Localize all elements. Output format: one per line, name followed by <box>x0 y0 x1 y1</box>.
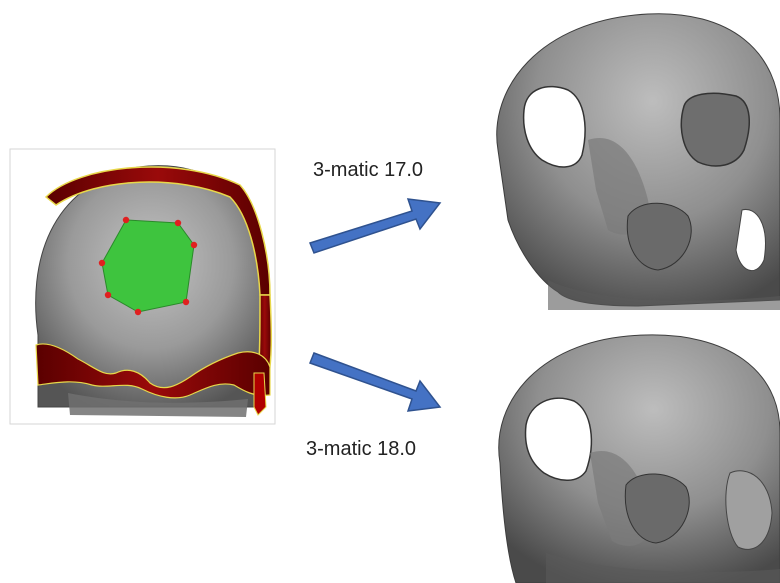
arrow-right-up-icon <box>310 199 440 253</box>
skull-surface <box>497 14 780 306</box>
arrow-top <box>300 185 450 265</box>
label-3matic-17: 3-matic 17.0 <box>313 159 423 182</box>
result-skull-top <box>478 10 780 310</box>
skull-render-18 <box>486 333 780 583</box>
input-skull-panel <box>8 145 280 427</box>
label-3matic-18: 3-matic 18.0 <box>306 438 416 461</box>
result-skull-bottom <box>486 333 780 583</box>
orbit-right <box>681 93 749 166</box>
arrow-right-down-icon <box>310 353 440 411</box>
arrow-bottom <box>300 345 450 425</box>
skull-render-17 <box>478 10 780 310</box>
input-skull-figure <box>8 145 280 427</box>
segmentation-mask-drip <box>254 373 266 415</box>
